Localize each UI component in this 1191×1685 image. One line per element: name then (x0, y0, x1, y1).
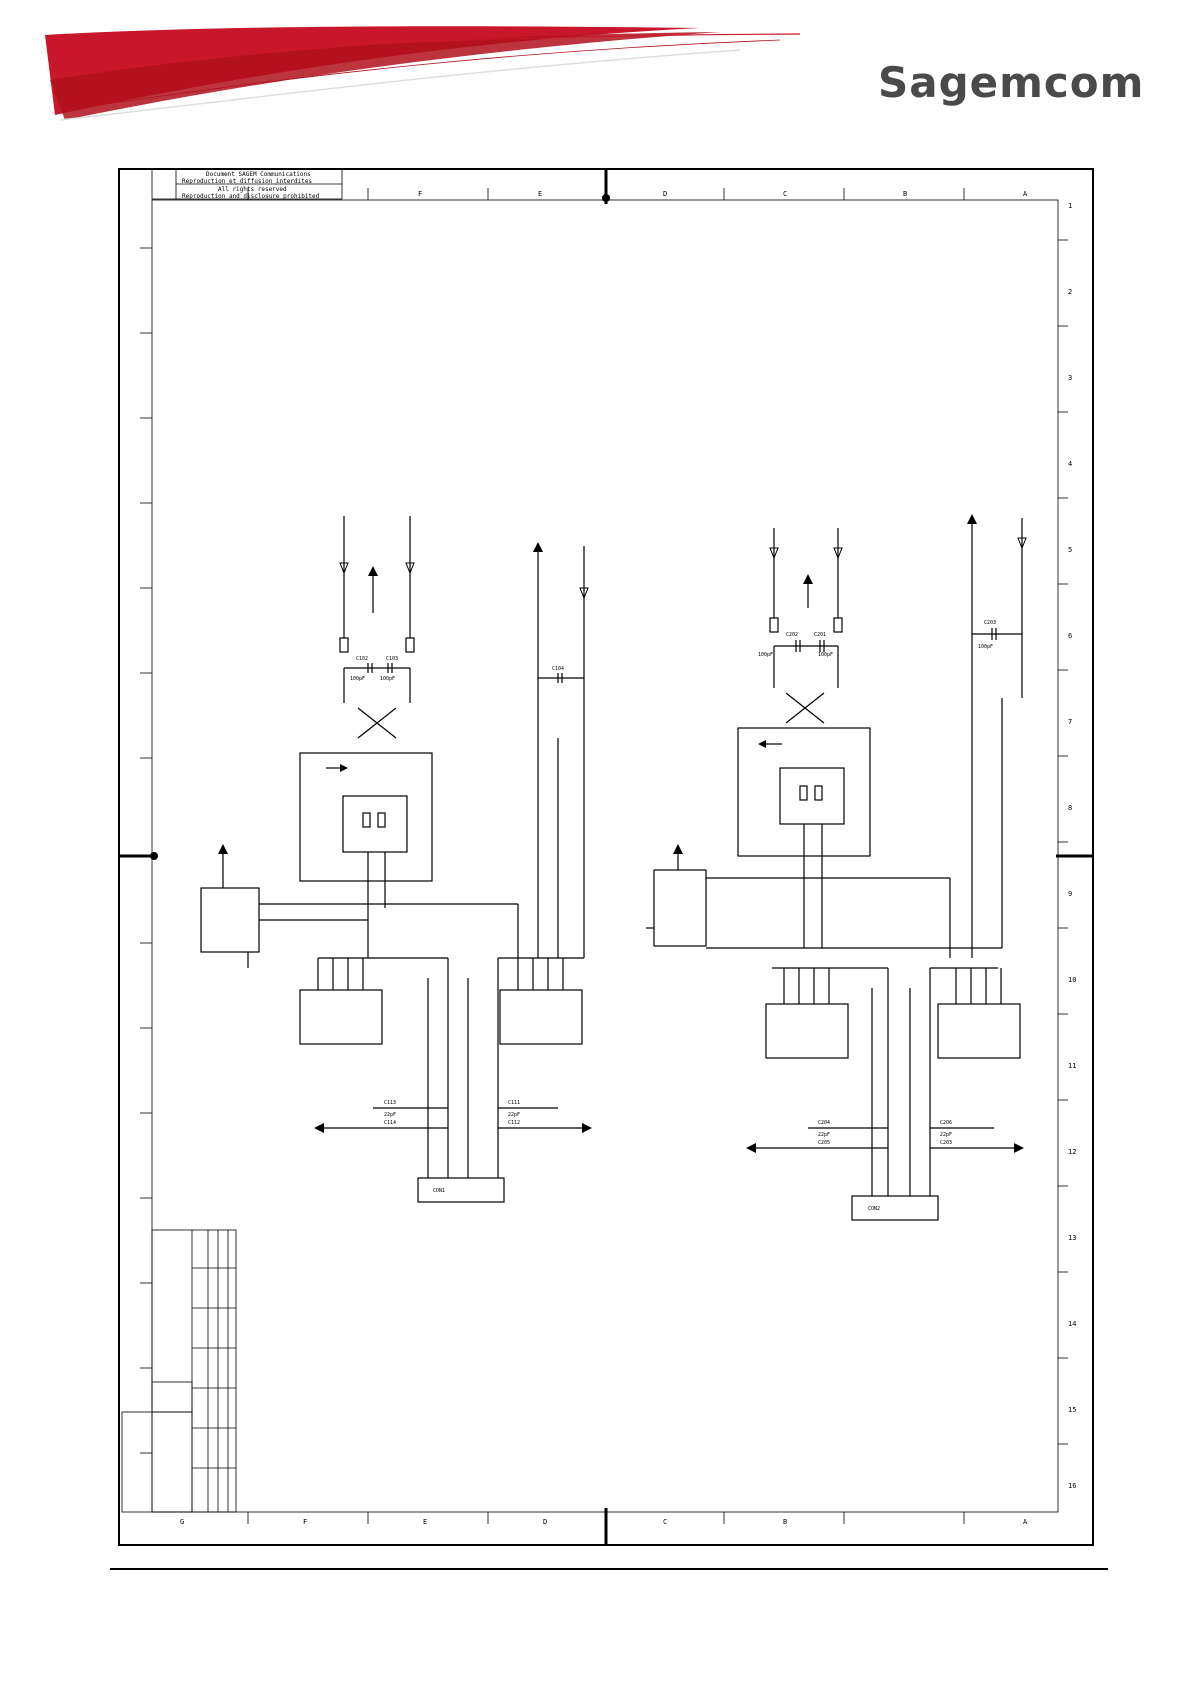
zone-label-right-3: 4 (1068, 460, 1072, 468)
cap-label-c103: C103 (386, 656, 398, 662)
cap-value-c3: 100pF (978, 644, 993, 650)
zone-label-right-1: 2 (1068, 288, 1072, 296)
schematic-sheet: F E D C B A G F E D C B A (118, 168, 1094, 1546)
note-line-2: Reproduction et diffusion interdites (182, 178, 312, 185)
company-logo: Sagemcom (878, 58, 1145, 107)
right-zone-ticks: 1 2 3 4 5 6 7 8 9 10 11 12 13 14 15 16 (1058, 202, 1076, 1490)
left-circuit: C102 C103 100pF 100pF C104 (200, 516, 592, 1203)
cap-label-c104: C104 (552, 666, 564, 672)
connector-label-con2: CON2 (868, 1206, 880, 1212)
cap-label-c102: C102 (356, 656, 368, 662)
zone-label-right-0: 1 (1068, 202, 1072, 210)
cap-label-c203b: C203 (940, 1140, 952, 1146)
cap-label-c203: C203 (984, 620, 996, 626)
zone-label-right-4: 5 (1068, 546, 1072, 554)
zone-label-right-9: 10 (1068, 976, 1076, 984)
cap-value-d1: 22pF (818, 1132, 830, 1138)
cap-label-c112: C112 (508, 1120, 520, 1126)
note-line-1: Document SAGEM Communications (206, 171, 311, 178)
zone-label-right-12: 13 (1068, 1234, 1076, 1242)
zone-label-right-6: 7 (1068, 718, 1072, 726)
left-zone-ticks (140, 247, 152, 1454)
zone-label-right-11: 12 (1068, 1148, 1076, 1156)
zone-label-top-4: B (903, 190, 907, 198)
zone-label-right-10: 11 (1068, 1062, 1076, 1070)
connector-label-con1: CON1 (433, 1188, 445, 1194)
zone-label-top-5: A (1023, 190, 1028, 198)
zone-label-bottom-1: F (303, 1518, 307, 1526)
copyright-note-block: Document SAGEM Communications Reproducti… (151, 168, 343, 200)
cap-label-c204: C204 (818, 1120, 830, 1126)
cap-value-b2: 22pF (508, 1112, 520, 1118)
cap-value-a1: 100pF (350, 676, 365, 682)
cap-value-c1: 100pF (758, 652, 773, 658)
title-block (121, 1229, 237, 1513)
cap-value-c2: 100pF (818, 652, 833, 658)
right-circuit: C202 C201 100pF 100pF C203 100pF (646, 514, 1027, 1221)
cap-value-a2: 100pF (380, 676, 395, 682)
zone-label-top-3: C (783, 190, 787, 198)
zone-label-bottom-6: A (1023, 1518, 1028, 1526)
zone-label-bottom-4: C (663, 1518, 667, 1526)
zone-label-right-2: 3 (1068, 374, 1072, 382)
header-swoosh-graphic (45, 26, 801, 121)
footer-rule (110, 1568, 1108, 1570)
top-zone-ticks: F E D C B A (247, 188, 1028, 200)
cap-label-c113: C113 (384, 1100, 396, 1106)
zone-label-bottom-0: G (180, 1518, 184, 1526)
note-line-3: All rights reserved (218, 186, 287, 193)
zone-label-right-14: 15 (1068, 1406, 1076, 1414)
cap-label-c202: C202 (786, 632, 798, 638)
cap-label-c201: C201 (814, 632, 826, 638)
cap-label-c205: C205 (818, 1140, 830, 1146)
bottom-zone-ticks: G F E D C B A (180, 1512, 1028, 1526)
zone-label-top-0: F (418, 190, 422, 198)
cap-label-c111: C111 (508, 1100, 520, 1106)
zone-label-top-1: E (538, 190, 542, 198)
zone-label-bottom-2: E (423, 1518, 427, 1526)
zone-label-bottom-3: D (543, 1518, 547, 1526)
note-line-4: Reproduction and disclosure prohibited (182, 193, 320, 200)
cap-label-c114: C114 (384, 1120, 396, 1126)
cap-value-b1: 22pF (384, 1112, 396, 1118)
zone-label-right-7: 8 (1068, 804, 1072, 812)
cap-value-d2: 22pF (940, 1132, 952, 1138)
zone-label-right-8: 9 (1068, 890, 1072, 898)
cap-label-c206: C206 (940, 1120, 952, 1126)
zone-label-right-15: 16 (1068, 1482, 1076, 1490)
zone-label-bottom-5: B (783, 1518, 787, 1526)
zone-label-right-13: 14 (1068, 1320, 1076, 1328)
zone-label-right-5: 6 (1068, 632, 1072, 640)
zone-label-top-2: D (663, 190, 667, 198)
